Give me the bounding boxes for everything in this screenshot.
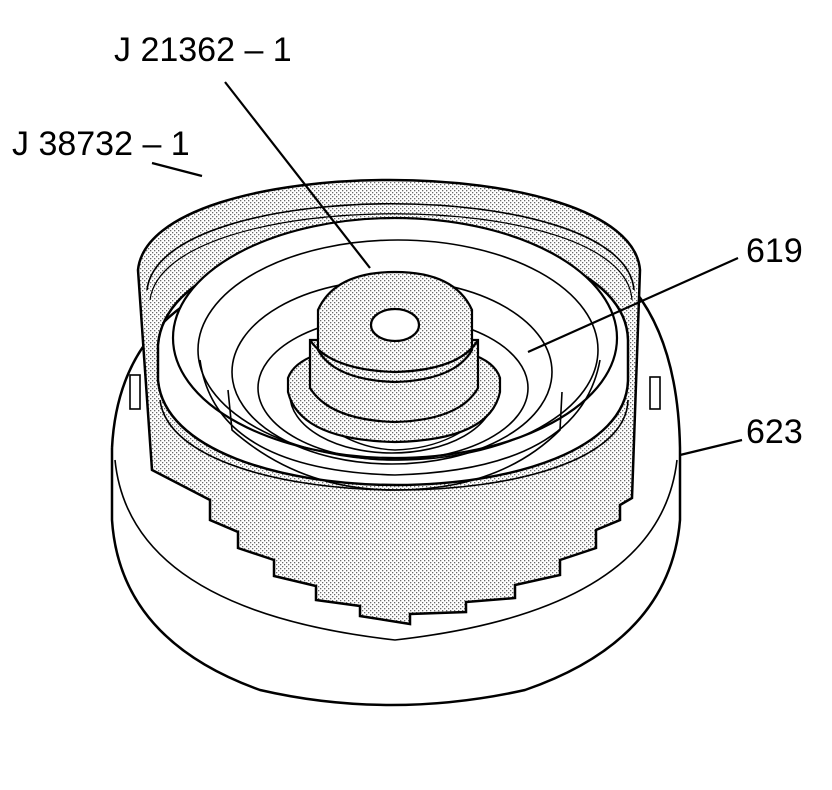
- callout-tool-installer: J 21362 – 1: [114, 31, 292, 69]
- leader-tool-installer: [224, 81, 371, 269]
- leader-619: [527, 256, 739, 354]
- housing-623: [110, 283, 682, 707]
- callout-part-619: 619: [746, 232, 803, 270]
- leader-tool-holder: [151, 161, 203, 178]
- callout-part-623: 623: [746, 413, 803, 451]
- tool-j21362: [286, 270, 502, 444]
- callout-tool-holder: J 38732 – 1: [12, 125, 190, 163]
- leader-lines: [151, 81, 743, 457]
- leader-623: [679, 438, 743, 457]
